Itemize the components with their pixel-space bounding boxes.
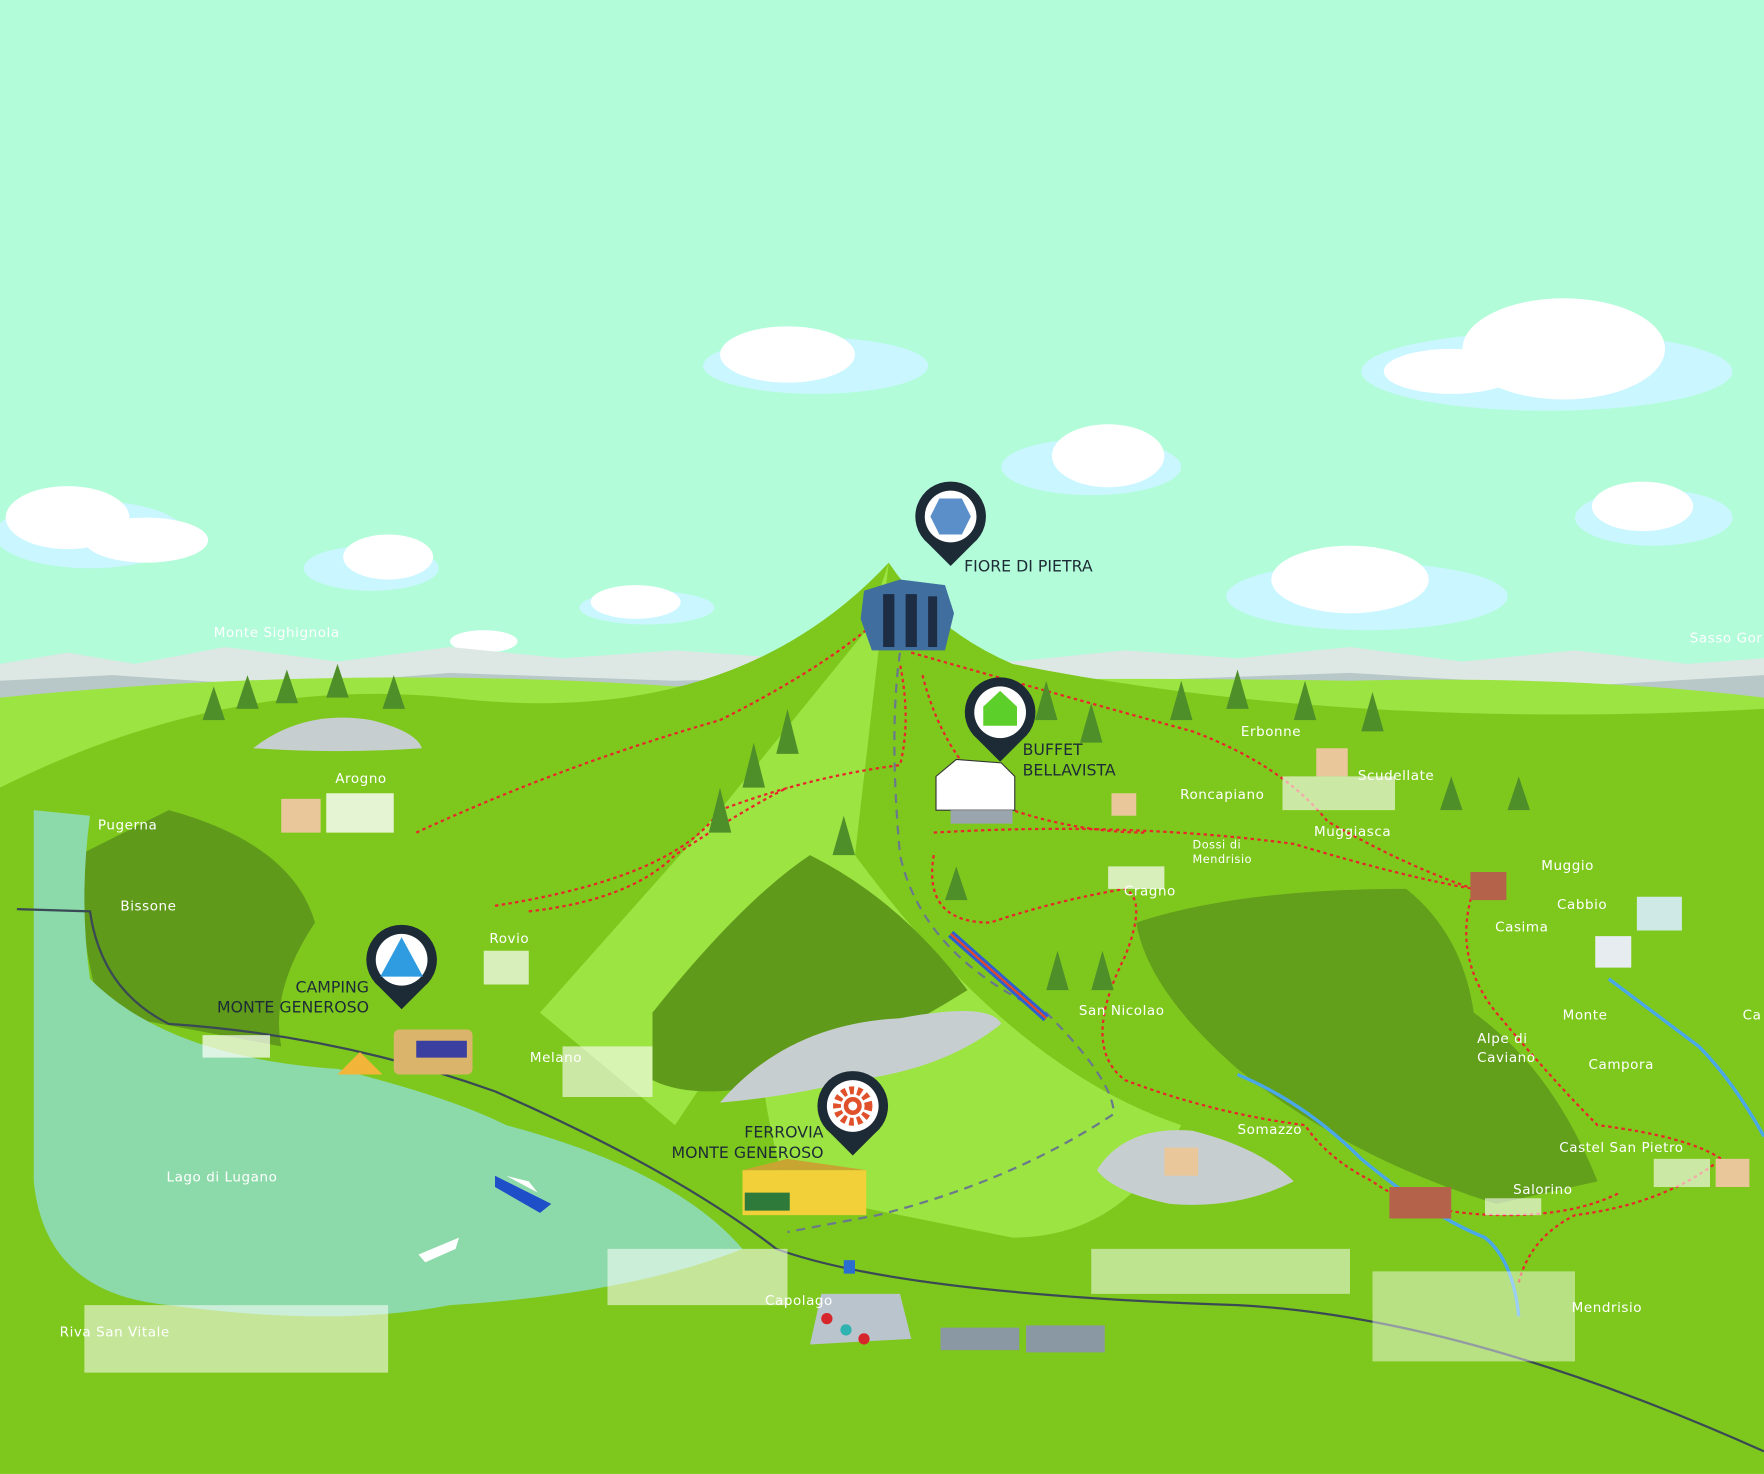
church (1715, 1158, 1750, 1187)
pin-ferrovia-monte-generoso[interactable]: FERROVIA MONTE GENEROSO (672, 1071, 889, 1162)
place-label: Casima (1495, 920, 1548, 936)
churches (281, 748, 1750, 1219)
church (1164, 1147, 1199, 1176)
river (1607, 977, 1764, 1138)
place-label: Sasso Gor (1690, 631, 1763, 647)
tent (337, 1052, 383, 1075)
church (281, 798, 321, 833)
place-label: Pugerna (98, 817, 157, 833)
cloud (1575, 481, 1733, 546)
cloud (450, 630, 518, 653)
place-label: Erbonne (1241, 724, 1301, 740)
campervan (337, 1029, 473, 1075)
place-label: Alpe di (1477, 1031, 1527, 1047)
pin-camping-monte-generoso[interactable]: CAMPING MONTE GENEROSO (217, 924, 437, 1017)
church (1316, 748, 1348, 777)
place-label: Bissone (120, 898, 176, 914)
church (1389, 1187, 1452, 1219)
industrial-buildings (940, 1325, 1105, 1353)
place-label: Lago di Lugano (167, 1169, 278, 1185)
cloud (579, 585, 715, 625)
cloud (1226, 545, 1508, 631)
place-label: Scudellate (1358, 768, 1434, 784)
place-label: Mendrisio (1572, 1300, 1643, 1316)
poi-label: FERROVIA (744, 1123, 823, 1142)
cloud (303, 534, 439, 591)
place-label: Arogno (335, 771, 387, 787)
trail (528, 786, 789, 913)
cloud (1361, 298, 1733, 411)
trail (931, 854, 1621, 1217)
trail (921, 674, 1148, 834)
forest-bissone (78, 810, 315, 1047)
place-label: Melano (530, 1050, 582, 1066)
ferrovia-station-building (742, 1158, 867, 1216)
poi-label: FIORE DI PIETRA (964, 557, 1093, 576)
place-label: Somazzo (1238, 1122, 1303, 1138)
trail (910, 651, 1724, 1283)
place-label: Capolago (765, 1293, 833, 1309)
ridge-light (540, 562, 889, 1126)
trail (933, 827, 1474, 890)
tent-icon (380, 937, 423, 977)
place-label: Muggio (1541, 858, 1594, 874)
place-labels: Monte Sighignola Sasso Gor Erbonne Scude… (60, 625, 1763, 1341)
place-label: Cabbio (1557, 897, 1607, 913)
clouds (0, 298, 1733, 653)
place-label: Rovio (489, 931, 529, 947)
place-label: Caviano (1477, 1050, 1535, 1066)
forests (202, 663, 1530, 991)
place-label: Ca (1743, 1007, 1762, 1023)
church (1470, 872, 1507, 901)
villages (84, 776, 1710, 1373)
pin-buffet-bellavista[interactable]: BUFFET BELLAVISTA (964, 677, 1116, 779)
place-label: San Nicolao (1079, 1003, 1165, 1019)
lake-lugano (33, 810, 743, 1317)
road (16, 908, 1764, 1453)
trail (494, 663, 907, 907)
place-label: Riva San Vitale (60, 1325, 170, 1341)
poi-label: MONTE GENEROSO (217, 998, 369, 1017)
church (1111, 793, 1137, 816)
fiore-di-pietra-building (860, 579, 954, 651)
railway (787, 652, 1115, 1234)
place-label: Salorino (1513, 1182, 1572, 1198)
cloud (0, 486, 209, 569)
poi-label: BUFFET (1023, 740, 1083, 759)
poi-label: CAMPING (296, 977, 370, 996)
parking-lot (810, 1260, 912, 1345)
hiking-trails (415, 629, 1724, 1283)
boat (495, 1175, 552, 1213)
boat (418, 1237, 459, 1263)
pin-fiore-di-pietra[interactable]: FIORE DI PIETRA (915, 481, 1093, 576)
cloud (703, 326, 929, 394)
place-label: Monte Sighignola (214, 625, 340, 641)
cloud (1001, 424, 1182, 496)
rock-area (253, 717, 422, 752)
forest-caviano (1136, 888, 1598, 1204)
place-label: Campora (1589, 1057, 1654, 1073)
place-label: Roncapiano (1180, 787, 1264, 803)
poi-label: BELLAVISTA (1023, 760, 1116, 779)
house-icon (983, 690, 1017, 726)
place-label: Mendrisio (1193, 853, 1253, 866)
place-label: Cragno (1124, 884, 1176, 900)
place-label: Dossi di (1193, 838, 1242, 851)
train (948, 930, 1049, 1022)
trail (415, 629, 867, 834)
place-label: Castel San Pietro (1559, 1140, 1683, 1156)
buffet-bellavista-building (935, 758, 1016, 824)
hexagon-building-icon (930, 498, 971, 535)
gear-icon (833, 1086, 873, 1126)
place-label: Monte (1563, 1007, 1608, 1023)
place-label: Muggiasca (1314, 824, 1391, 840)
rock-area (720, 1011, 1002, 1103)
poi-label: MONTE GENEROSO (672, 1143, 824, 1162)
